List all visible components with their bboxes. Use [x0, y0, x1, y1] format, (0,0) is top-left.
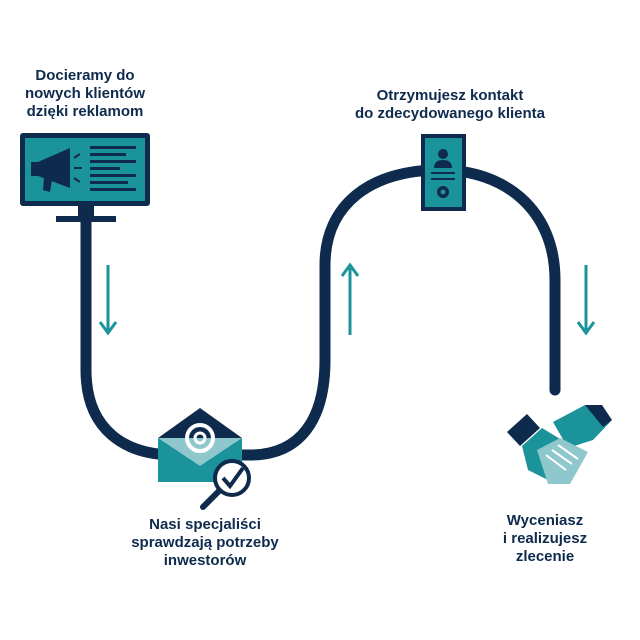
arrow-up-icon	[340, 262, 360, 335]
phone-contact-icon	[421, 134, 466, 211]
step-1-label: Docieramy do nowych klientów dzięki rekl…	[24, 67, 145, 120]
step-3-label: Otrzymujesz kontakt do zdecydowanego kli…	[354, 87, 546, 122]
process-path	[80, 164, 561, 461]
monitor-megaphone-icon	[20, 133, 150, 222]
arrow-down-icon	[98, 265, 118, 336]
email-check-icon	[158, 408, 251, 510]
arrow-down-icon	[576, 265, 596, 336]
step-2-label: Nasi specjaliści sprawdzają potrzeby inw…	[131, 516, 279, 569]
step-4-label: Wyceniasz i realizujesz zlecenie	[502, 512, 588, 565]
handshake-icon	[507, 405, 612, 484]
